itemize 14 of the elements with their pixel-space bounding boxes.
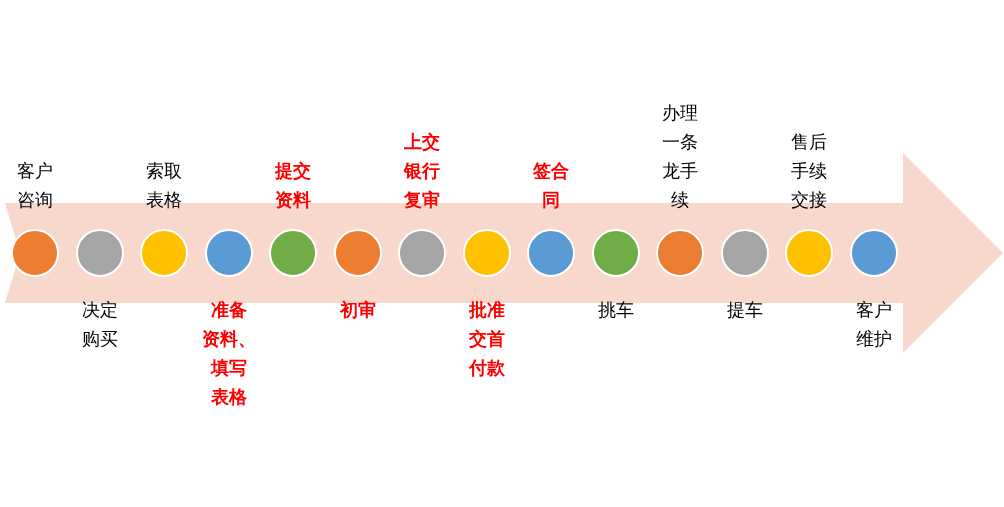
step-label: 提车 [726, 298, 763, 322]
step-label: 准备资料、填写表格 [201, 298, 256, 409]
step-label: 挑车 [597, 298, 634, 322]
step-label: 初审 [339, 298, 376, 322]
step-label: 批准交首付款 [468, 298, 505, 380]
step-label: 签合同 [533, 159, 569, 212]
step-label: 决定购买 [81, 298, 118, 351]
step-label: 提交资料 [275, 159, 311, 212]
step-label: 办理一条龙手续 [662, 101, 698, 212]
step-label: 客户维护 [855, 298, 892, 351]
step-label: 客户咨询 [17, 159, 53, 212]
step-label: 索取表格 [146, 159, 182, 212]
step-label: 上交银行复审 [404, 130, 440, 212]
step-label: 售后手续交接 [791, 130, 827, 212]
